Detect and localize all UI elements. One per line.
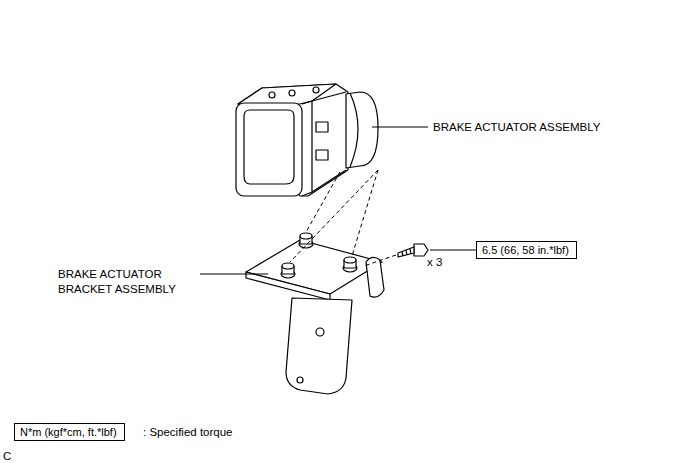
leader-line	[372, 127, 428, 128]
torque-box: 6.5 (66, 58 in.*lbf)	[476, 241, 577, 259]
figure-code: C	[3, 449, 11, 463]
assembly-line	[290, 170, 378, 262]
actuator-top	[238, 84, 336, 104]
actuator-side	[302, 92, 346, 196]
part-name: BRAKE ACTUATOR BRACKET ASSEMBLY	[58, 267, 193, 297]
assembly-line	[352, 170, 378, 256]
assembly-line	[306, 172, 340, 232]
actuator-face-inner	[244, 110, 294, 184]
actuator-face	[236, 103, 302, 196]
assembly-line	[364, 255, 396, 266]
leader-line	[430, 250, 476, 251]
quantity: x 3	[427, 255, 442, 270]
bracket-ear	[366, 257, 384, 297]
bolt-head	[414, 244, 428, 256]
torque-value: 6.5 (66, 58 in.*lbf)	[482, 244, 569, 256]
leader-line	[200, 274, 268, 275]
bolt-shank	[398, 247, 414, 257]
torque-legend-box: N*m (kgf*cm, ft.*lbf)	[14, 423, 125, 441]
bracket-leg	[286, 298, 352, 394]
part-name: BRAKE ACTUATOR ASSEMBLY	[433, 120, 600, 135]
legend-text: : Specified torque	[143, 425, 233, 440]
torque-value: N*m (kgf*cm, ft.*lbf)	[20, 426, 117, 438]
actuator-port	[316, 150, 328, 160]
bracket-plate	[246, 240, 382, 294]
actuator-motor	[346, 92, 378, 168]
actuator-port	[316, 122, 328, 132]
